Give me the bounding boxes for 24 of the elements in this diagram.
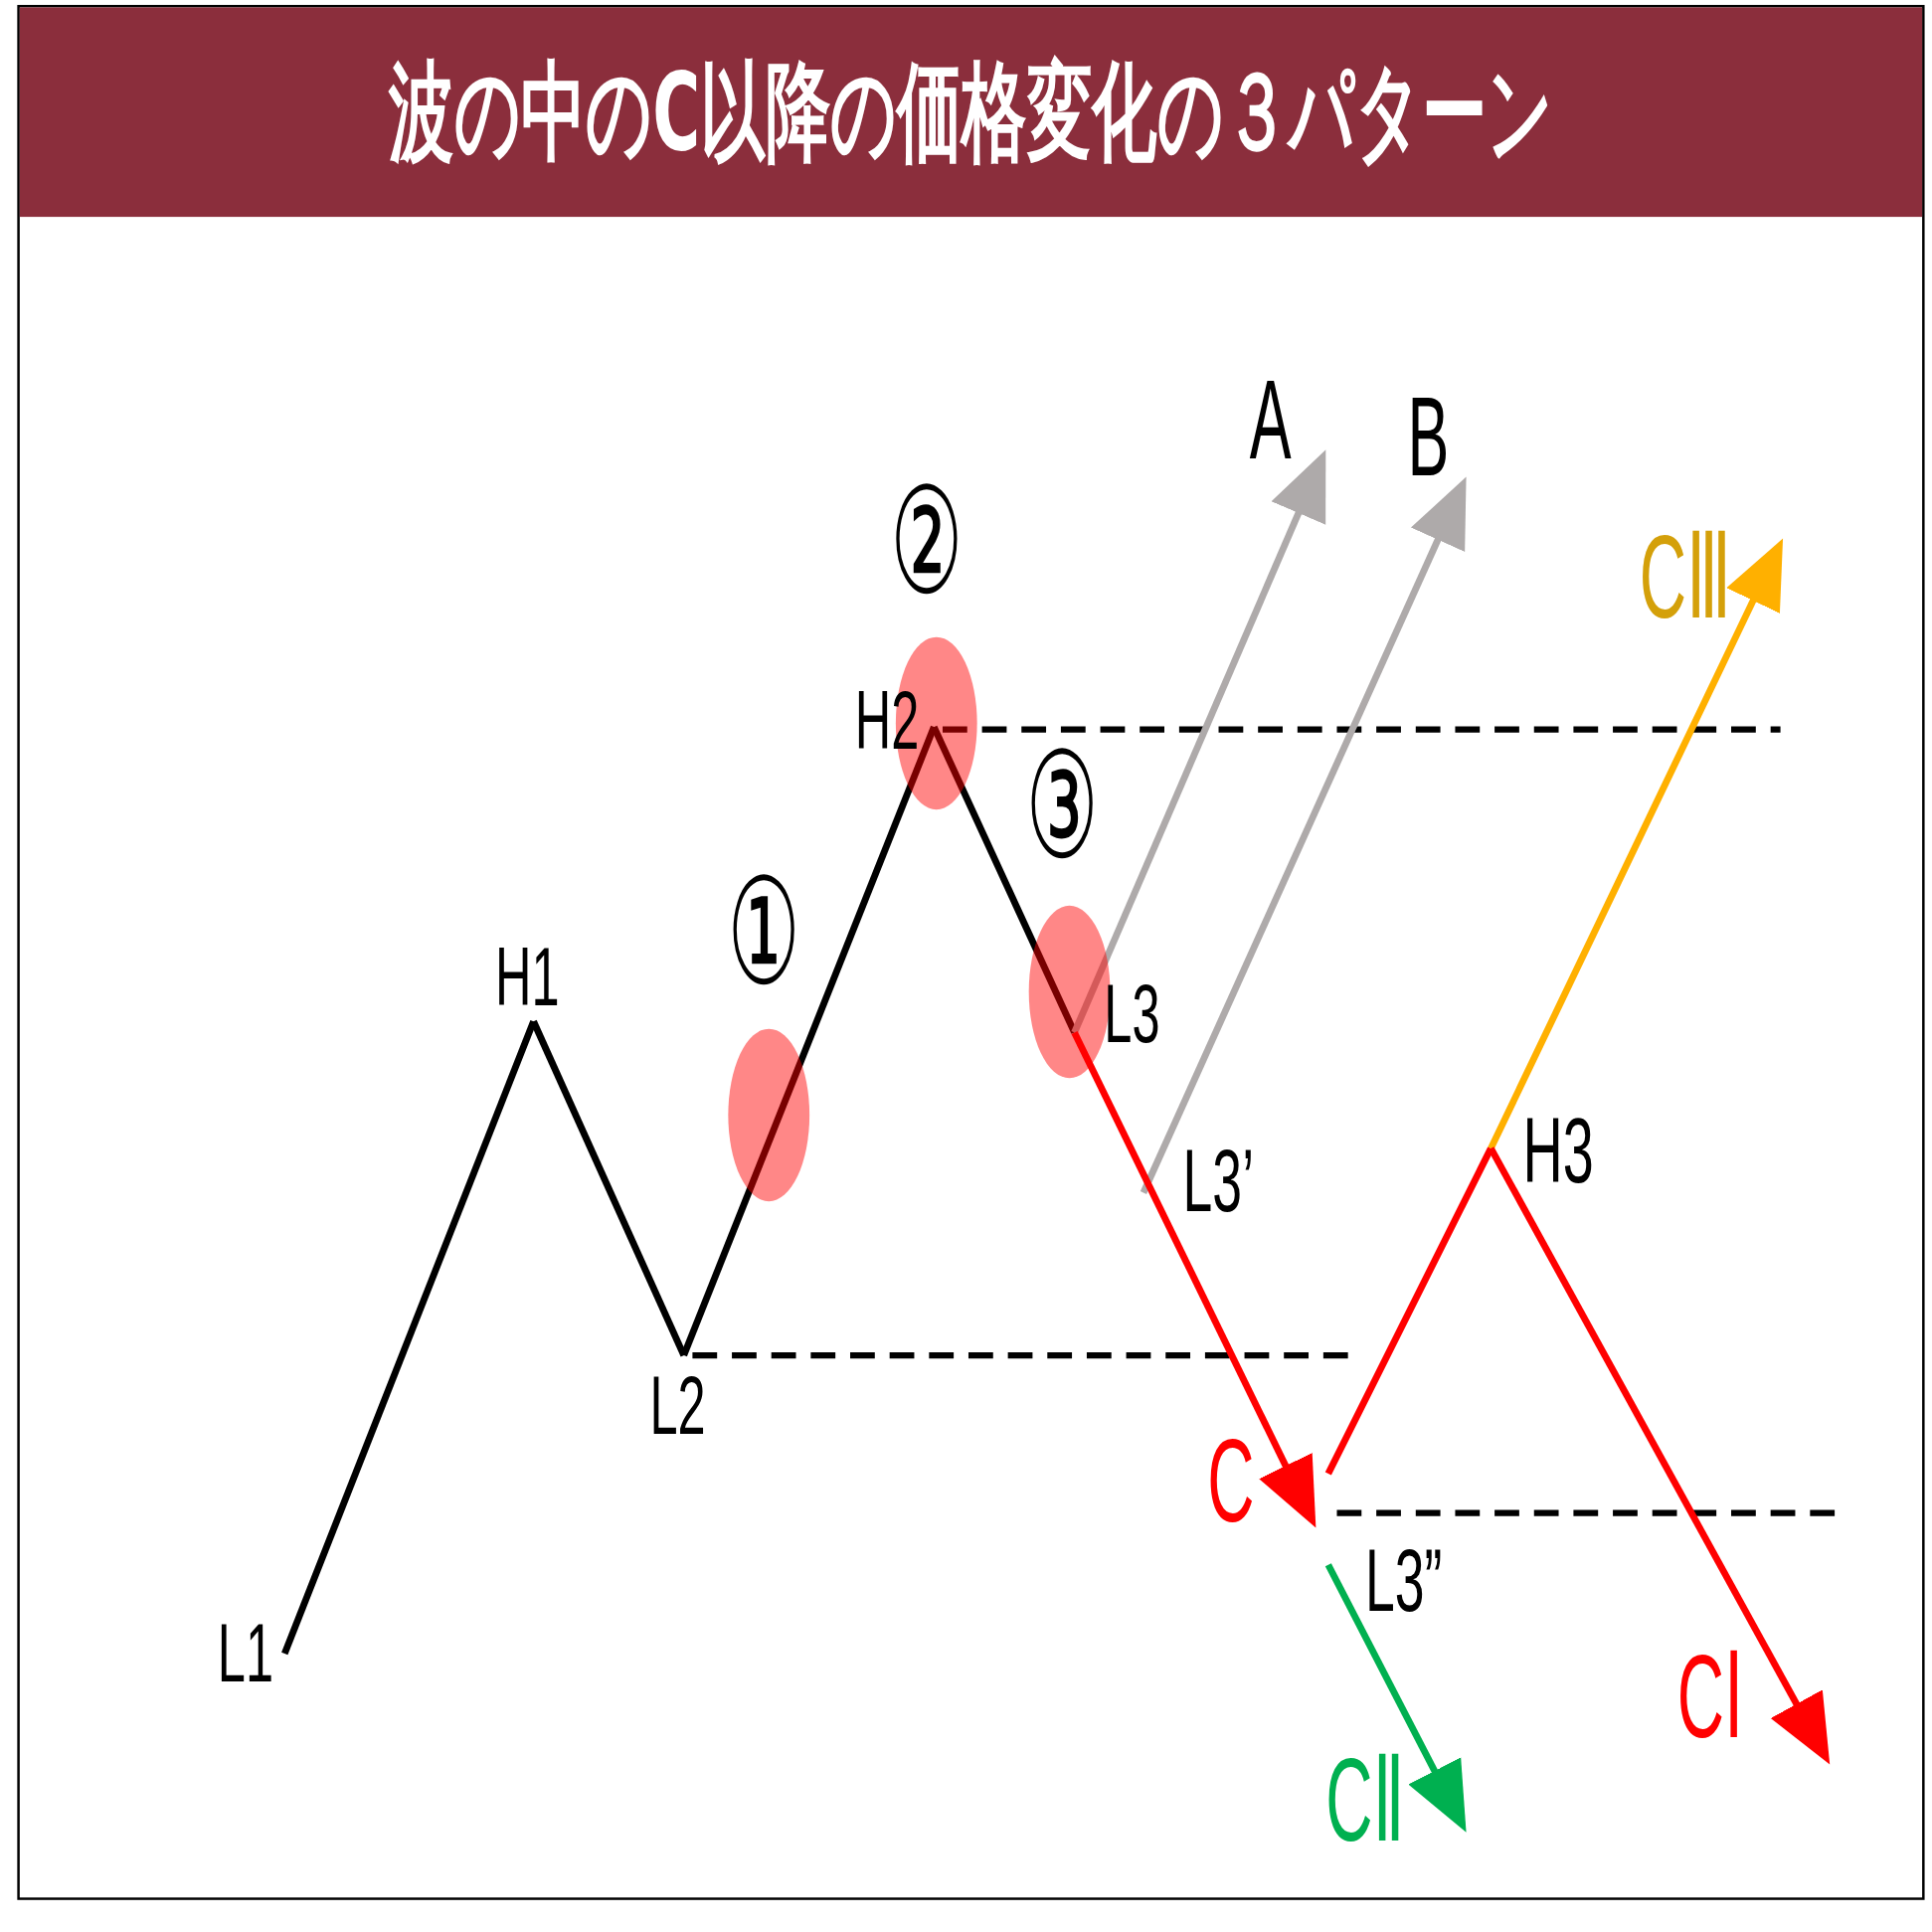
point-label: L2: [649, 1362, 706, 1447]
point-label: L3: [1104, 970, 1160, 1055]
circled-number: ①: [727, 858, 800, 1007]
arrow: [1488, 538, 1784, 1150]
scenario-label: A: [1249, 362, 1292, 476]
point-label: L3’: [1182, 1136, 1255, 1225]
circled-number: ②: [890, 467, 964, 616]
price-line: [281, 1020, 537, 1656]
point-label: H2: [854, 677, 920, 762]
arrow: [1324, 1563, 1467, 1833]
point-label: L3”: [1365, 1535, 1443, 1625]
scenario-label: C: [1207, 1422, 1255, 1540]
circled-number: ③: [1025, 733, 1099, 881]
point-label: H3: [1522, 1104, 1594, 1197]
scenario-label: CⅠ: [1676, 1637, 1744, 1756]
scenario-label: B: [1407, 379, 1450, 493]
arrow: [1140, 476, 1467, 1194]
point-label: H1: [495, 934, 560, 1018]
arrow: [1071, 1030, 1317, 1528]
scenario-label: CⅢ: [1639, 517, 1731, 636]
scenario-label: CⅡ: [1325, 1740, 1405, 1859]
point-label: L1: [217, 1610, 274, 1694]
arrow: [1071, 449, 1326, 1034]
arrow: [1488, 1146, 1831, 1765]
